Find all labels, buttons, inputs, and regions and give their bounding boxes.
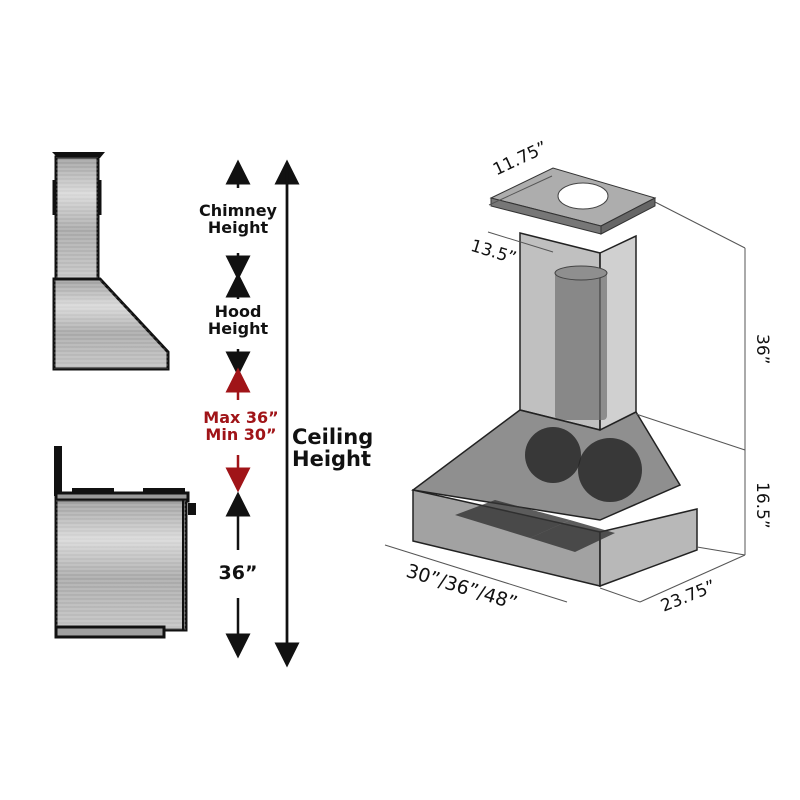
clearance-max: Max 36” xyxy=(203,408,279,427)
chimney-label-line2: Height xyxy=(207,217,269,237)
ceiling-height-label: Ceiling Height xyxy=(292,426,382,470)
isometric-hood-illustration xyxy=(411,167,698,588)
chimney-label-line1: Chimney xyxy=(199,201,277,220)
hood-label-line1: Hood xyxy=(214,302,262,321)
chimney-height-dimension: 36” xyxy=(752,334,772,365)
hood-height-label: Hood Height xyxy=(196,302,280,338)
chimney-height-label: Chimney Height xyxy=(196,201,280,237)
clearance-min: Min 30” xyxy=(205,424,277,444)
iso-dimension-lines xyxy=(384,175,746,603)
clearance-label: Max 36” Min 30” xyxy=(196,408,286,444)
hood-label-line2: Height xyxy=(207,318,269,338)
side-range-illustration xyxy=(54,446,196,639)
side-hood-illustration xyxy=(52,152,170,371)
ceiling-label-line1: Ceiling xyxy=(292,425,374,449)
hood-height-dimension: 16.5” xyxy=(752,482,772,529)
counter-height-label: 36” xyxy=(218,562,258,584)
ceiling-label-line2: Height xyxy=(292,447,372,472)
